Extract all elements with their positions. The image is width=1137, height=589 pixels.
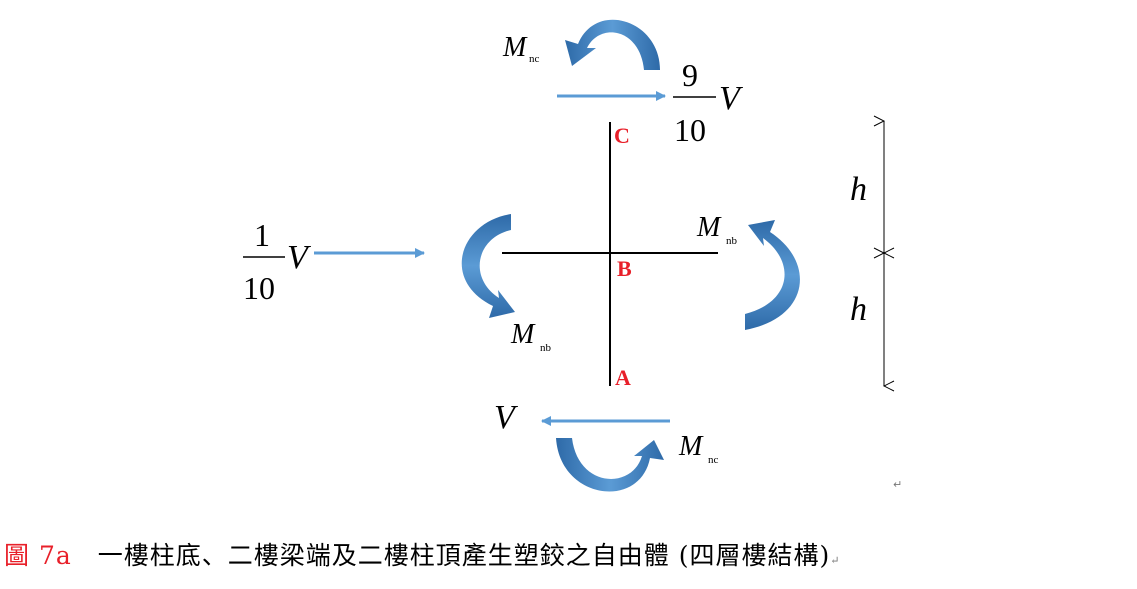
- moment-top-symbol: M: [502, 32, 528, 63]
- mid-shear-denominator: 10: [243, 270, 275, 306]
- left-moment-arrow-icon: [461, 214, 515, 318]
- moment-right-subscript: nb: [726, 235, 738, 247]
- top-shear-variable: V: [719, 80, 744, 117]
- paragraph-mark-icon: ↵: [893, 478, 903, 491]
- mid-shear-variable: V: [287, 239, 312, 276]
- mid-shear-numerator: 1: [254, 217, 270, 253]
- moment-bottom-symbol: M: [678, 431, 704, 462]
- point-a-label: A: [615, 365, 631, 390]
- caption-text: 一樓柱底、二樓梁端及二樓柱頂產生塑鉸之自由體 (四層樓結構): [97, 541, 831, 570]
- top-shear-denominator: 10: [674, 112, 706, 148]
- right-moment-arrow-icon: [745, 220, 800, 330]
- point-b-label: B: [617, 256, 632, 281]
- upper-height-label: h: [850, 171, 867, 208]
- figure-caption: 圖 7a 一樓柱底、二樓梁端及二樓柱頂產生塑鉸之自由體 (四層樓結構)↵: [4, 536, 1134, 572]
- bottom-moment-arrow-icon: [556, 438, 664, 492]
- moment-bottom-subscript: nc: [708, 454, 719, 466]
- top-shear-numerator: 9: [682, 57, 698, 93]
- moment-left-subscript: nb: [540, 342, 552, 354]
- caption-paragraph-mark-icon: ↵: [830, 554, 841, 567]
- moment-right-symbol: M: [696, 212, 722, 243]
- point-c-label: C: [614, 123, 630, 148]
- lower-height-label: h: [850, 291, 867, 328]
- top-moment-arrow-icon: [565, 19, 660, 70]
- moment-left-symbol: M: [510, 319, 536, 350]
- caption-label: 圖 7a: [4, 541, 72, 570]
- moment-top-subscript: nc: [529, 53, 540, 65]
- bottom-shear-variable: V: [494, 399, 519, 436]
